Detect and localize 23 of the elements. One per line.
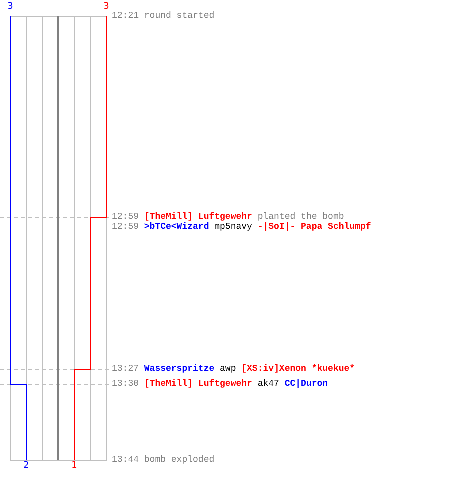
player-count: 2 bbox=[24, 462, 30, 471]
player-name: CC|Duron bbox=[284, 379, 328, 389]
event-text: bomb exploded bbox=[144, 455, 215, 465]
player-name: [TheMill] Luftgewehr bbox=[144, 379, 252, 389]
weapon-name: mp5navy bbox=[214, 222, 252, 232]
player-count: 3 bbox=[104, 3, 110, 12]
player-name: -|SoI|- Papa Schlumpf bbox=[258, 222, 372, 232]
timestamp: 13:44 bbox=[112, 455, 140, 465]
timestamp: 12:59 bbox=[112, 212, 140, 222]
player-name: [TheMill] Luftgewehr bbox=[144, 212, 252, 222]
player-name: >bTCe<Wizard bbox=[144, 222, 210, 232]
player-count: 1 bbox=[72, 462, 78, 471]
event-text: planted the bomb bbox=[258, 212, 344, 222]
player-count: 3 bbox=[8, 3, 14, 12]
player-name: [XS:iv]Xenon *kuekue* bbox=[242, 364, 356, 374]
event-text: round started bbox=[144, 11, 215, 21]
weapon-name: ak47 bbox=[258, 379, 280, 389]
weapon-name: awp bbox=[220, 364, 236, 374]
timestamp: 13:30 bbox=[112, 379, 140, 389]
player-name: Wasserspritze bbox=[144, 364, 215, 374]
timestamp: 12:59 bbox=[112, 222, 140, 232]
timestamp: 12:21 bbox=[112, 11, 140, 21]
timestamp: 13:27 bbox=[112, 364, 140, 374]
